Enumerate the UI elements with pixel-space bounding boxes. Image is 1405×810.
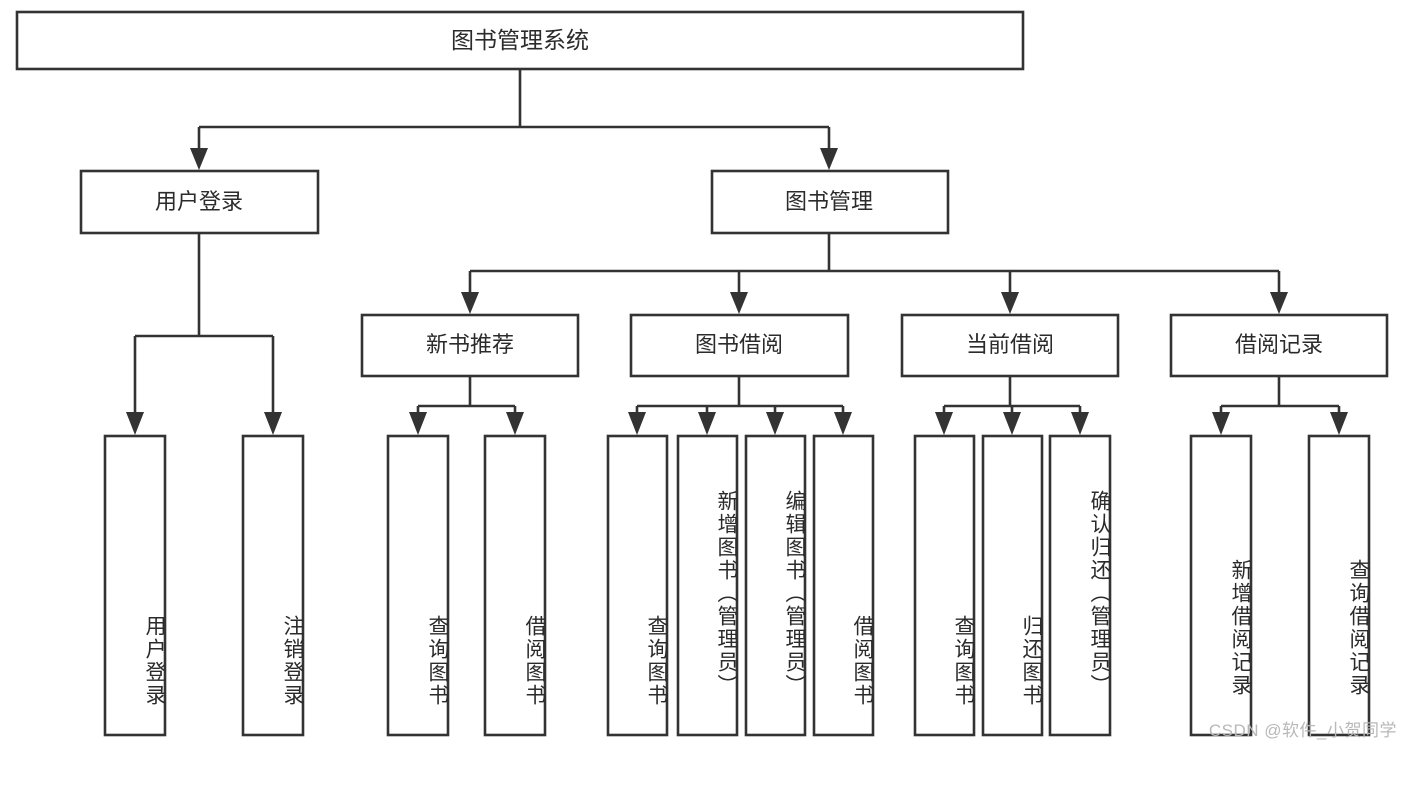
leaf-box-query-book-cur[interactable]	[913, 434, 976, 737]
node-book-manage-box[interactable]	[710, 169, 950, 235]
arrow-current-borrow-leaf-1	[935, 412, 953, 435]
node-current-borrow-box[interactable]	[900, 313, 1120, 378]
arrow-borrow-record-leaf-1	[1212, 412, 1230, 435]
leaf-box-add-book-admin[interactable]	[676, 434, 739, 737]
leaf-box-return-book[interactable]	[981, 434, 1044, 737]
node-new-book-recommend-box[interactable]	[360, 313, 580, 378]
arrow-current-borrow-leaf-2	[1003, 412, 1021, 435]
connector-group-book-borrow	[628, 376, 852, 435]
node-root-box[interactable]	[15, 10, 1025, 71]
arrow-new-book-recommend-leaf-2	[506, 412, 524, 435]
leaf-box-borrow-book[interactable]	[812, 434, 875, 737]
node-current-borrow[interactable]: 当前借阅	[900, 313, 1120, 378]
arrow-book-borrow-leaf-2	[698, 412, 716, 435]
leaf-box-edit-book-admin[interactable]	[744, 434, 807, 737]
node-current-borrow-label: 当前借阅	[966, 332, 1054, 357]
connector-group-book-manage	[461, 233, 1288, 314]
leaf-box-add-borrow-record[interactable]	[1189, 434, 1253, 737]
node-book-manage[interactable]: 图书管理	[710, 169, 950, 235]
node-book-manage-label: 图书管理	[785, 189, 873, 214]
node-root[interactable]: 图书管理系统	[15, 10, 1025, 71]
node-user-login-label: 用户登录	[155, 189, 243, 214]
node-new-book-recommend[interactable]: 新书推荐	[360, 313, 580, 378]
node-borrow-record-box[interactable]	[1169, 313, 1389, 378]
arrow-user-login-leaf-2	[264, 412, 282, 435]
leaf-box-query-book-rec[interactable]	[386, 434, 450, 737]
arrow-root-to-book-manage	[820, 148, 838, 170]
node-borrow-record-label: 借阅记录	[1235, 332, 1323, 357]
arrow-current-borrow-leaf-3	[1071, 412, 1089, 435]
watermark-text: CSDN @软件_小贺同学	[1208, 721, 1397, 740]
node-book-borrow-label: 图书借阅	[695, 332, 783, 357]
leaf-box-user-login[interactable]	[103, 434, 167, 737]
connector-group-new-book-recommend	[409, 376, 524, 435]
arrow-root-to-user-login	[190, 148, 208, 170]
leaf-box-user-logout[interactable]	[241, 434, 305, 737]
leaf-boxes	[103, 434, 1371, 737]
leaf-box-query-borrow-record[interactable]	[1307, 434, 1371, 737]
arrow-book-borrow-leaf-3	[766, 412, 784, 435]
node-borrow-record[interactable]: 借阅记录	[1169, 313, 1389, 378]
connector-group-current-borrow	[935, 376, 1089, 435]
node-book-borrow-box[interactable]	[629, 313, 850, 378]
diagram-canvas-root: 图书管理系统 用户登录 图书管理 新书推荐 图书借阅 当前借阅 借阅记录	[15, 10, 1397, 740]
node-user-login[interactable]: 用户登录	[79, 169, 320, 235]
org-chart-svg: 图书管理系统 用户登录 图书管理 新书推荐 图书借阅 当前借阅 借阅记录	[15, 10, 1389, 737]
arrow-book-manage-to-borrow-record	[1270, 292, 1288, 314]
arrow-book-borrow-leaf-1	[628, 412, 646, 435]
leaf-box-query-book-borrow[interactable]	[606, 434, 669, 737]
connector-group-borrow-record	[1212, 376, 1348, 435]
node-book-borrow[interactable]: 图书借阅	[629, 313, 850, 378]
arrow-book-manage-to-new-book-recommend	[461, 292, 479, 314]
node-new-book-recommend-label: 新书推荐	[426, 332, 514, 357]
arrow-book-manage-to-current-borrow	[1001, 292, 1019, 314]
leaf-box-confirm-return-admin[interactable]	[1048, 434, 1112, 737]
node-user-login-box[interactable]	[79, 169, 320, 235]
arrow-borrow-record-leaf-2	[1330, 412, 1348, 435]
connector-group-root	[190, 69, 838, 170]
arrow-book-borrow-leaf-4	[834, 412, 852, 435]
leaf-box-borrow-book-rec[interactable]	[483, 434, 547, 737]
node-root-label: 图书管理系统	[451, 27, 589, 53]
connector-group-user-login	[126, 233, 282, 435]
arrow-user-login-leaf-1	[126, 412, 144, 435]
arrow-book-manage-to-book-borrow	[730, 292, 748, 314]
arrow-new-book-recommend-leaf-1	[409, 412, 427, 435]
